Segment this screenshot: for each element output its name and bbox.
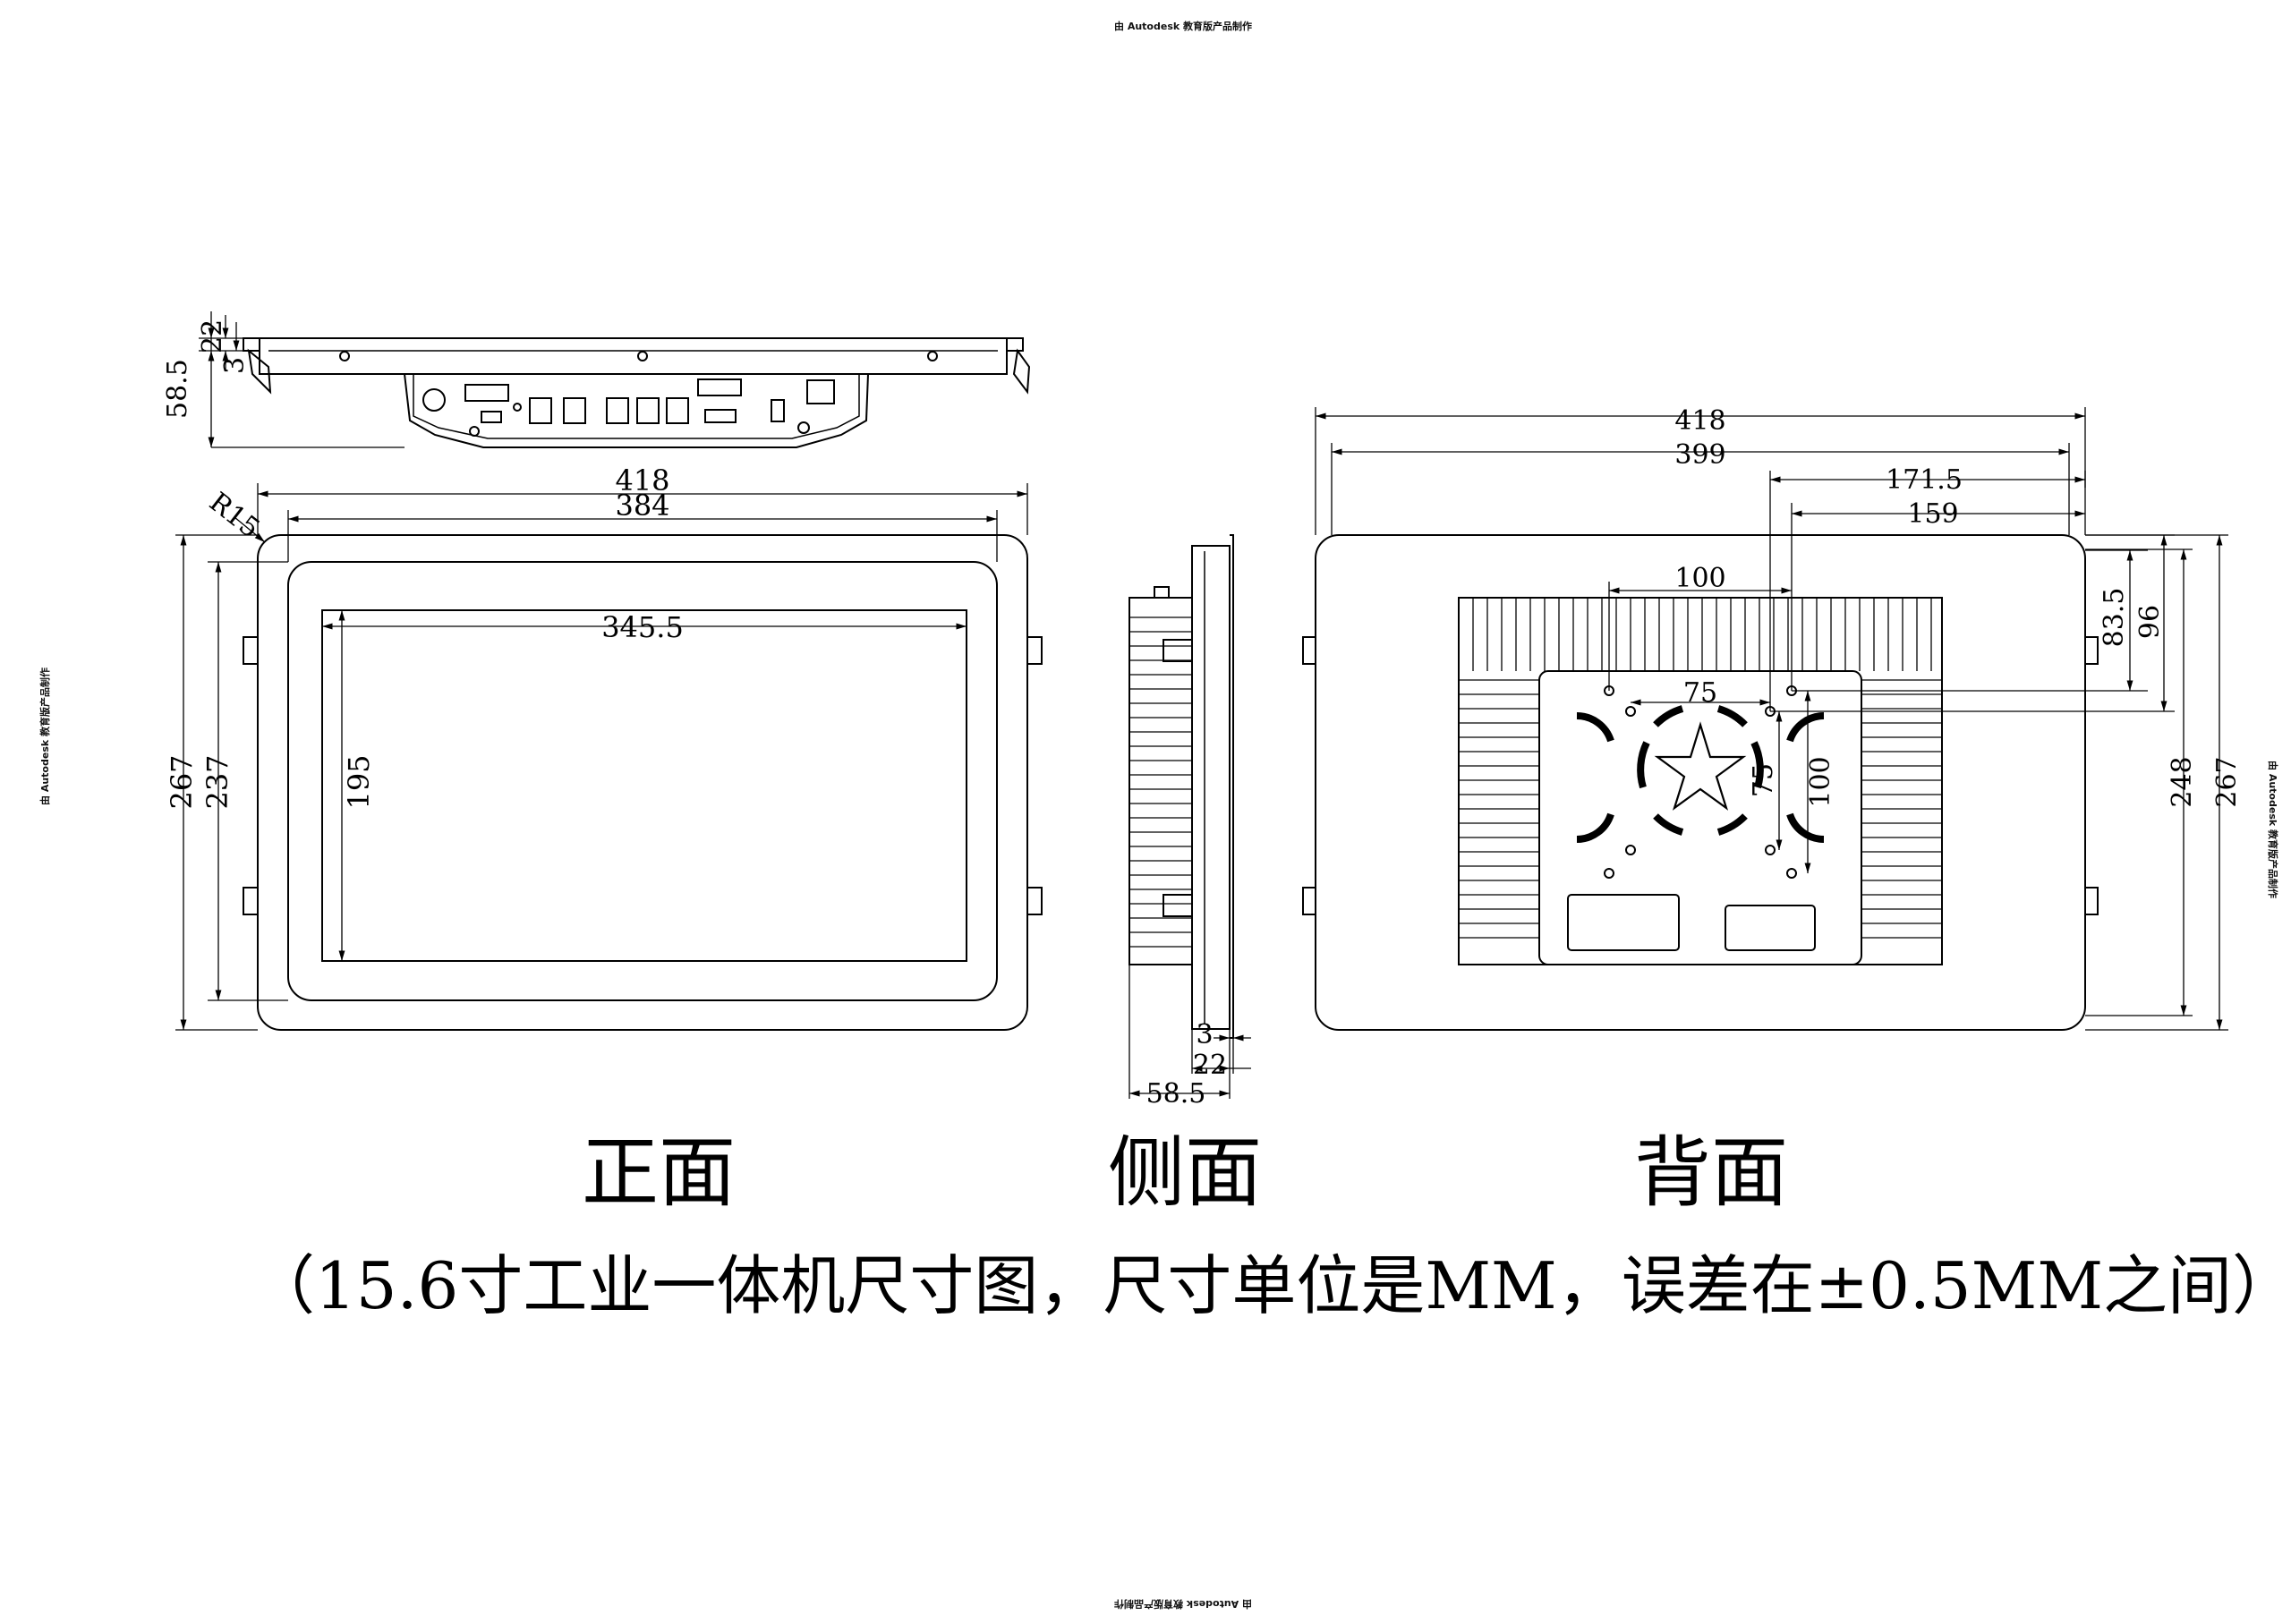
side-bracket <box>1163 639 1193 662</box>
usb-port <box>481 411 502 423</box>
back-cover-plate <box>1538 670 1862 965</box>
dim-front-237: 237 <box>200 754 234 809</box>
dim-back-399: 399 <box>1674 439 1725 471</box>
drawing-caption: （15.6寸工业一体机尺寸图，尺寸单位是MM，误差在±0.5MM之间） <box>251 1248 2291 1323</box>
back-dimensions <box>1315 407 2228 1031</box>
vesa-hole-75 <box>1625 706 1636 717</box>
screw-hole <box>797 421 810 434</box>
switch <box>771 399 785 422</box>
vent-arc <box>1750 741 1764 789</box>
front-bezel-inner <box>287 561 998 1001</box>
watermark-top: 由 Autodesk 教育版产品制作 <box>1114 21 1253 32</box>
dim-back-418: 418 <box>1674 405 1725 437</box>
power-jack <box>422 388 446 412</box>
back-view: 418 399 171.5 159 100 75 83.5 96 75 100 … <box>1302 405 2243 1031</box>
usb-port <box>666 397 689 424</box>
screw-hole <box>637 351 648 361</box>
vent-arc <box>1716 705 1748 727</box>
side-bezel <box>1191 545 1231 1030</box>
front-view: 418 384 345.5 267 237 195 R15 <box>165 463 1043 1031</box>
vga-port <box>697 378 742 396</box>
corner-arc <box>1576 712 1614 743</box>
lan-port <box>529 397 552 424</box>
side-view: 3 22 58.5 <box>1128 534 1251 1110</box>
dim-front-345-5: 345.5 <box>601 610 684 644</box>
screw-hole <box>927 351 938 361</box>
corner-arc <box>1786 712 1825 743</box>
dim-side-3: 3 <box>1196 1019 1213 1050</box>
dim-top-22: 22 <box>197 319 228 353</box>
front-bezel-outer <box>257 534 1028 1031</box>
back-frame <box>1315 534 2086 1031</box>
screw-hole <box>339 351 350 361</box>
vesa-hole-75 <box>1625 845 1636 855</box>
dim-back-100-v: 100 <box>1805 756 1836 807</box>
usb-port <box>636 397 660 424</box>
dim-front-384: 384 <box>615 489 669 523</box>
dim-front-195: 195 <box>342 754 376 809</box>
top-view: 22 3 58.5 <box>162 311 1031 448</box>
side-body <box>1128 597 1193 965</box>
dim-top-58-5: 58.5 <box>162 359 193 419</box>
side-view-label: 侧面 <box>1108 1128 1262 1218</box>
watermark-bottom: 由 Autodesk 教育版产品制作 <box>1114 1598 1253 1610</box>
vent-arc <box>1637 741 1650 789</box>
dim-back-96: 96 <box>2134 605 2166 639</box>
side-dimensions <box>1128 965 1251 1099</box>
watermark-right: 由 Autodesk 教育版产品制作 <box>2267 761 2278 899</box>
front-screen <box>321 609 967 962</box>
hdmi-port <box>704 409 737 423</box>
port <box>806 379 835 404</box>
side-bracket <box>1163 894 1193 917</box>
label-area <box>1567 894 1680 951</box>
screw-hole <box>469 426 480 437</box>
top-view-bezel <box>259 337 1008 375</box>
dim-back-248: 248 <box>2167 756 2198 807</box>
dim-side-58-5: 58.5 <box>1146 1078 1206 1110</box>
dim-back-vesa-75-v: 75 <box>1748 763 1779 797</box>
serial-port <box>464 384 509 402</box>
vent-arc <box>1653 813 1684 836</box>
front-dimensions <box>175 483 1028 1031</box>
vesa-hole-75 <box>1765 845 1776 855</box>
dim-back-83-5: 83.5 <box>2099 588 2130 648</box>
dim-back-159: 159 <box>1907 498 1958 530</box>
side-port <box>1154 586 1170 599</box>
label-area <box>1725 905 1816 951</box>
dim-top-3: 3 <box>219 357 251 374</box>
vesa-hole-100 <box>1604 868 1614 879</box>
corner-arc <box>1786 812 1825 843</box>
front-view-label: 正面 <box>582 1128 736 1218</box>
dim-back-267: 267 <box>2211 756 2243 807</box>
dim-side-22: 22 <box>1193 1050 1227 1081</box>
vent-arc <box>1716 813 1748 836</box>
dim-back-171-5: 171.5 <box>1886 464 1963 496</box>
dim-front-267: 267 <box>165 754 199 809</box>
led <box>513 403 522 412</box>
side-fins <box>1129 616 1192 948</box>
io-panel <box>403 373 870 448</box>
dim-front-r15: R15 <box>203 487 265 545</box>
heatsink-fins <box>1459 598 1942 939</box>
dim-front-418: 418 <box>615 463 669 497</box>
lan-port <box>563 397 586 424</box>
vesa-hole-100 <box>1786 868 1797 879</box>
watermark-left: 由 Autodesk 教育版产品制作 <box>39 667 51 805</box>
star-emblem <box>1654 721 1747 811</box>
corner-arc <box>1576 812 1614 843</box>
dim-back-100: 100 <box>1674 563 1725 594</box>
back-view-label: 背面 <box>1634 1128 1788 1218</box>
top-dimensions <box>199 311 405 448</box>
vent-arc <box>1653 705 1684 727</box>
dim-back-vesa-75: 75 <box>1683 677 1717 709</box>
usb-port <box>606 397 629 424</box>
